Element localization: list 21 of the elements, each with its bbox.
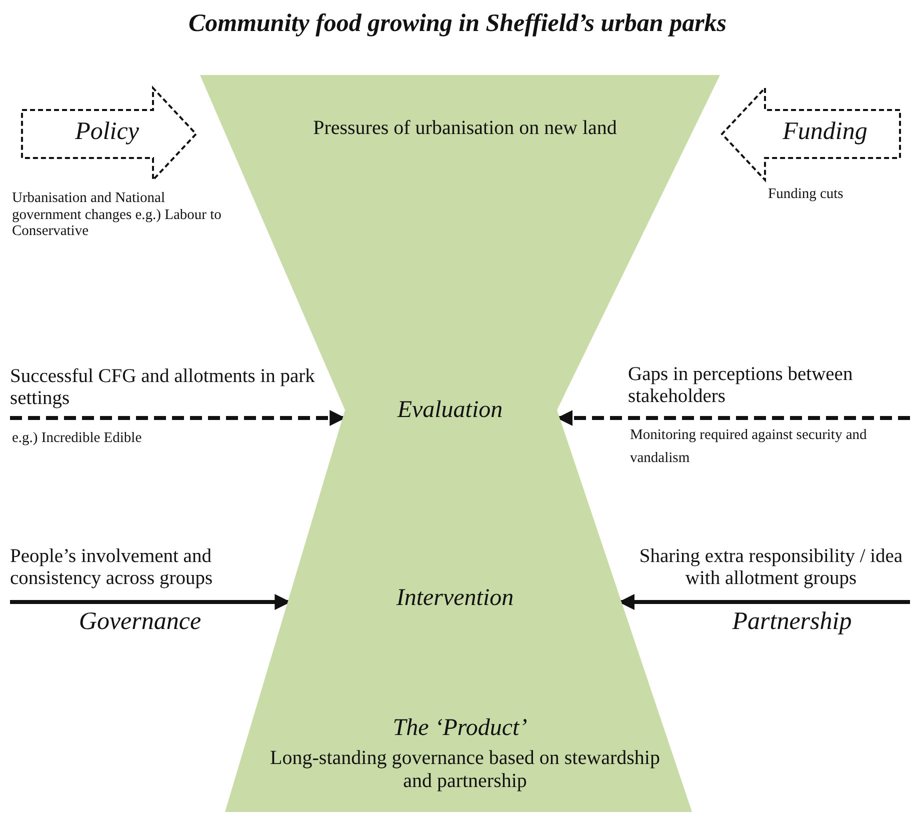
arrow	[556, 410, 910, 426]
stage-text: Pressures of urbanisation on new land	[312, 117, 618, 140]
stage-heading: Intervention	[395, 585, 515, 613]
note-text: Funding cuts	[768, 186, 844, 203]
arrow	[10, 410, 346, 426]
stage-heading: The ‘Product’	[392, 715, 528, 743]
factor-text: Successful CFG and allotments in park settings	[10, 366, 315, 411]
stage-heading: Evaluation	[396, 397, 504, 425]
factor-text: Sharing extra responsibility / idea with allotment groups	[638, 546, 904, 591]
title: Community food growing in Sheffield’s urban parks	[187, 10, 728, 39]
arrow-label: Funding	[782, 118, 868, 147]
note-text: e.g.) Incredible Edible	[12, 430, 143, 447]
factor-heading: Governance	[78, 608, 202, 637]
arrow	[618, 594, 910, 610]
note-text: Monitoring required against security and vandalism	[630, 426, 868, 468]
factor-text: People’s involvement and consistency across groups	[10, 546, 214, 591]
factor-heading: Partnership	[731, 608, 853, 637]
stage-text: Long-standing governance based on stewardship and partnership	[269, 747, 661, 793]
arrow-label: Policy	[74, 118, 140, 147]
note-text: Urbanisation and National government changes e.g.) Labour to Conservative	[12, 190, 222, 240]
factor-text: Gaps in perceptions between stakeholders	[628, 364, 854, 409]
